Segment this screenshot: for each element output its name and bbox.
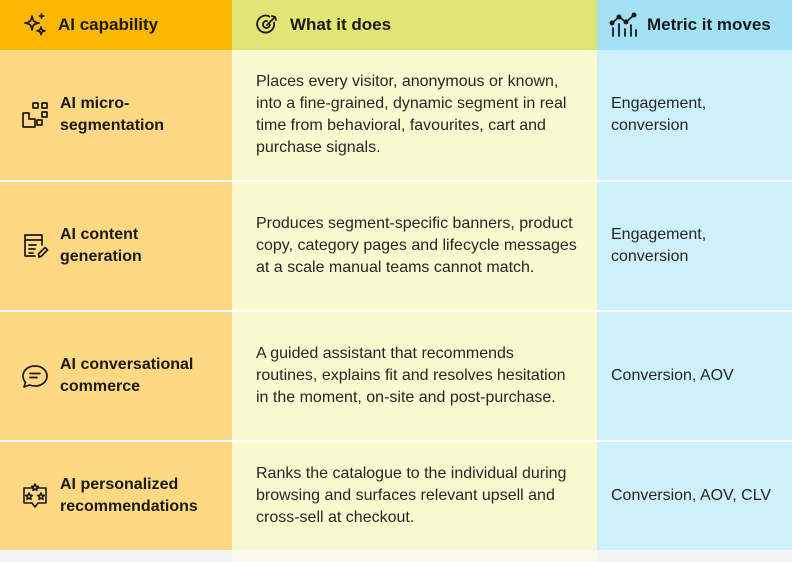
header-metric: Metric it moves bbox=[597, 0, 792, 50]
content-document-icon bbox=[20, 231, 50, 261]
metric-text: Engagement, conversion bbox=[611, 95, 707, 134]
header-metric-label: Metric it moves bbox=[647, 15, 771, 34]
metric-cell: Engagement, conversion bbox=[597, 182, 792, 310]
description-cell: Places every visitor, anonymous or known… bbox=[232, 50, 597, 180]
row-tail-capability bbox=[0, 551, 232, 562]
row-tail-does bbox=[232, 551, 597, 562]
description-cell: A guided assistant that recommends routi… bbox=[232, 312, 597, 440]
table-row: AI personalized recommendations Ranks th… bbox=[0, 442, 792, 550]
sparkles-icon bbox=[22, 12, 48, 38]
capability-cell: AI content generation bbox=[0, 182, 232, 310]
description-text: Ranks the catalogue to the individual du… bbox=[256, 465, 567, 526]
description-text: Produces segment-specific banners, produ… bbox=[256, 215, 577, 276]
capability-cell: AI conversational commerce bbox=[0, 312, 232, 440]
description-cell: Ranks the catalogue to the individual du… bbox=[232, 442, 597, 550]
capability-name: AI conversational commerce bbox=[60, 356, 194, 395]
target-icon bbox=[254, 12, 280, 38]
row-divider bbox=[0, 440, 792, 442]
chart-trend-icon bbox=[609, 12, 639, 38]
metric-cell: Engagement, conversion bbox=[597, 50, 792, 180]
header-capability: AI capability bbox=[0, 0, 232, 50]
description-text: A guided assistant that recommends routi… bbox=[256, 345, 566, 406]
description-text: Places every visitor, anonymous or known… bbox=[256, 73, 567, 156]
header-does-label: What it does bbox=[290, 15, 392, 34]
description-cell: Produces segment-specific banners, produ… bbox=[232, 182, 597, 310]
row-tail-metric bbox=[597, 551, 792, 562]
row-divider bbox=[0, 310, 792, 312]
capability-cell: AI personalized recommendations bbox=[0, 442, 232, 550]
metric-cell: Conversion, AOV bbox=[597, 312, 792, 440]
metric-cell: Conversion, AOV, CLV bbox=[597, 442, 792, 550]
chat-bubble-icon bbox=[20, 361, 50, 391]
capability-cell: AI micro-segmentation bbox=[0, 50, 232, 180]
table-row: AI conversational commerce A guided assi… bbox=[0, 312, 792, 440]
header-capability-label: AI capability bbox=[58, 15, 159, 34]
capability-name: AI content generation bbox=[60, 226, 142, 265]
segmentation-icon bbox=[20, 100, 50, 130]
table-row: AI micro-segmentation Places every visit… bbox=[0, 50, 792, 180]
header-does: What it does bbox=[232, 0, 597, 50]
capability-name: AI personalized recommendations bbox=[60, 476, 198, 515]
metric-text: Engagement, conversion bbox=[611, 226, 707, 265]
table-header: AI capability What it does bbox=[0, 0, 792, 50]
metric-text: Conversion, AOV, CLV bbox=[611, 487, 772, 504]
metric-text: Conversion, AOV bbox=[611, 367, 734, 384]
stars-recommendation-icon bbox=[20, 481, 50, 511]
capability-name: AI micro-segmentation bbox=[60, 95, 165, 134]
table-row: AI content generation Produces segment-s… bbox=[0, 182, 792, 310]
row-divider bbox=[0, 180, 792, 182]
